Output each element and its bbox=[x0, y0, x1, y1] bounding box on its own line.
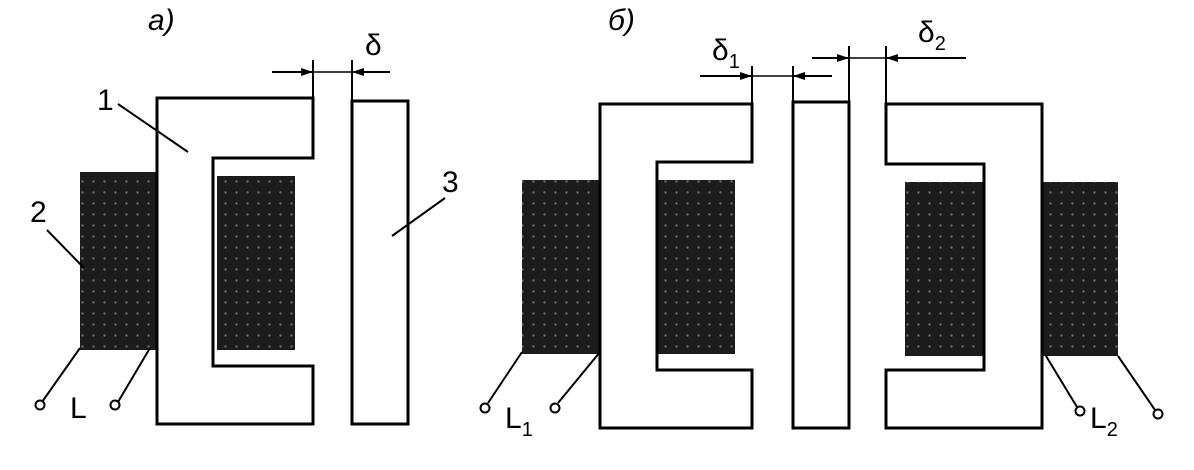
terminal-label: L bbox=[70, 392, 87, 425]
terminal-2-label: L2 bbox=[1090, 402, 1118, 441]
magnetic-core bbox=[155, 96, 315, 426]
panel-a: а) δ 1 2 3 L bbox=[30, 4, 459, 426]
armature bbox=[350, 99, 410, 426]
terminal-right bbox=[109, 399, 121, 411]
armature-center bbox=[791, 100, 851, 430]
magnetic-core-right bbox=[884, 102, 1044, 430]
coil-1-outer bbox=[522, 180, 602, 354]
terminals-b-left: L1 bbox=[479, 351, 601, 441]
coil-winding-inner bbox=[217, 176, 295, 350]
coil-leader bbox=[46, 229, 85, 269]
panel-b: б) δ1 δ2 bbox=[479, 4, 1164, 441]
terminal-left bbox=[34, 399, 46, 411]
gap-1-label: δ1 bbox=[712, 34, 740, 73]
coil-winding-outer bbox=[80, 172, 158, 350]
magnetic-core-left bbox=[598, 102, 754, 430]
panel-a-label: а) bbox=[148, 4, 175, 37]
gap-2-label: δ2 bbox=[918, 16, 946, 55]
core-leader bbox=[117, 103, 189, 153]
gap-label: δ bbox=[365, 29, 382, 62]
terminal-1-right bbox=[549, 402, 561, 414]
terminal-2-right bbox=[1152, 408, 1164, 420]
gap-2-dimension: δ2 bbox=[812, 16, 966, 104]
core-number: 1 bbox=[97, 84, 114, 117]
terminal-1-label: L1 bbox=[505, 402, 533, 441]
terminals-b-right: L2 bbox=[1045, 355, 1164, 441]
gap-dimension: δ bbox=[272, 29, 390, 101]
terminals-a: L bbox=[34, 347, 151, 425]
armature-leader bbox=[391, 197, 446, 237]
panel-b-label: б) bbox=[608, 4, 635, 37]
coil-2-outer bbox=[1040, 182, 1118, 356]
terminal-1-left bbox=[479, 402, 491, 414]
terminal-2-left bbox=[1074, 405, 1086, 417]
gap-1-dimension: δ1 bbox=[700, 34, 832, 104]
coil-2-inner bbox=[905, 182, 983, 356]
coil-number: 2 bbox=[30, 196, 47, 229]
coil-1-inner bbox=[657, 180, 735, 354]
armature-number: 3 bbox=[442, 166, 459, 199]
